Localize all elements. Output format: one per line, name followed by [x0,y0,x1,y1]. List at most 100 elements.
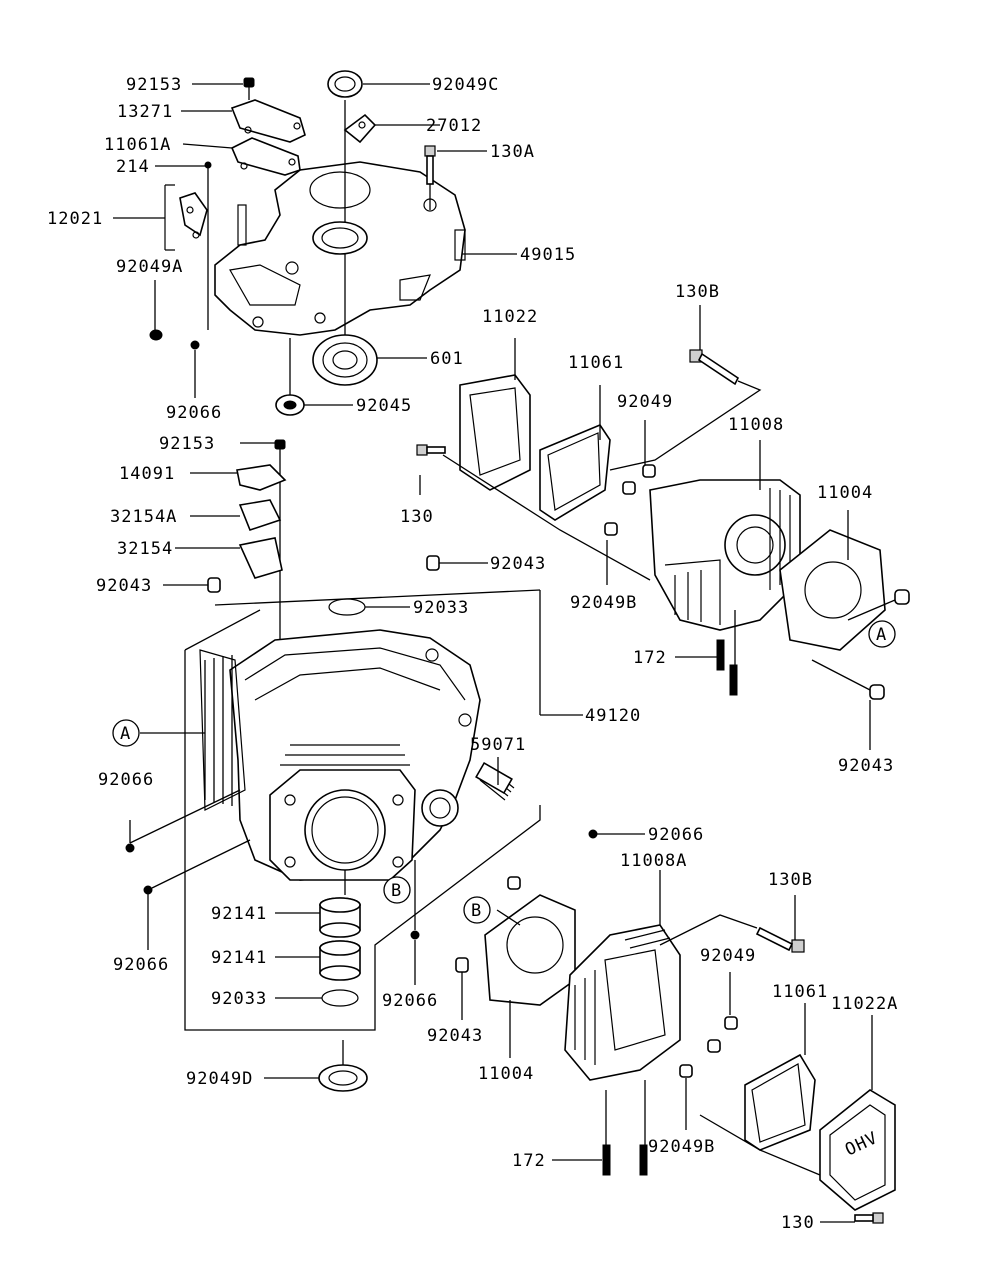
callout-172-bottom: 172 [512,1151,546,1171]
valve-cover-11022A: OHV [819,1089,896,1211]
plug-92049A [149,329,163,341]
svg-text:A: A [120,724,131,744]
pin-92066-right [588,829,598,839]
dowel-92043-left [207,577,221,593]
callout-59071: 59071 [470,735,526,755]
dowel-92043-top [426,555,440,571]
cap-92049-top [622,464,656,495]
callout-92045: 92045 [356,396,412,416]
cap-92049-bottom [707,1016,738,1053]
leader-lines [113,83,896,1223]
pin-214 [204,161,212,330]
bolt-92153-top [243,77,255,100]
callout-92049D: 92049D [186,1069,253,1089]
cylinder-head-11008 [649,479,801,631]
callout-11022A: 11022A [831,994,898,1014]
callout-172-top: 172 [633,648,667,668]
callout-11061A: 11061A [104,135,171,155]
callout-92066-left: 92066 [98,770,154,790]
svg-text:B: B [391,881,402,901]
bearing-601 [312,334,378,386]
seal-92049D [318,1064,368,1092]
bolt-130B-bottom [755,926,805,953]
callout-11008: 11008 [728,415,784,435]
callout-130B-top: 130B [675,282,720,302]
ref-circle-b-right: B [463,896,491,924]
callout-92049-top: 92049 [617,392,673,412]
breather-32154 [238,537,283,579]
sleeve-92141-a [319,897,361,938]
seal-92045 [275,394,305,416]
callout-92153-top: 92153 [126,75,182,95]
callout-92049B-top: 92049B [570,593,637,613]
pin-92066-top [190,340,200,350]
callout-92043-left: 92043 [96,576,152,596]
callout-130A: 130A [490,142,535,162]
callout-92066-lower: 92066 [113,955,169,975]
callout-11004-bottom: 11004 [478,1064,534,1084]
callout-92049-bottom: 92049 [700,946,756,966]
bolt-130B-top [689,349,740,386]
breather-32154A [238,499,282,531]
bolt-130A [424,145,436,185]
pin-92066-bottom [410,930,420,940]
callout-92066-top: 92066 [166,403,222,423]
pin-92066-lower [143,885,153,895]
callout-92141-a: 92141 [211,904,267,924]
callout-11061-bottom: 11061 [772,982,828,1002]
gasket-11004-top [779,529,886,651]
callout-13271: 13271 [117,102,173,122]
callout-130B-bottom: 130B [768,870,813,890]
callout-11008A: 11008A [620,851,687,871]
callout-49015: 49015 [520,245,576,265]
ref-circle-b-left: B [383,876,411,904]
callout-11061-top: 11061 [568,353,624,373]
callout-92066-bottom: 92066 [382,991,438,1011]
callout-92141-b: 92141 [211,948,267,968]
callout-11004-top: 11004 [817,483,873,503]
plate-14091 [236,464,287,491]
callout-130-top: 130 [400,507,434,527]
callout-601: 601 [430,349,464,369]
oring-92033-top [328,598,366,616]
callout-12021: 12021 [47,209,103,229]
callout-32154A: 32154A [110,507,177,527]
svg-text:A: A [876,625,887,645]
callout-92033-top: 92033 [413,598,469,618]
callout-92043-top: 92043 [490,554,546,574]
cap-92049B-top [604,522,618,536]
sleeve-92141-b [319,940,361,981]
callout-130-bottom: 130 [781,1213,815,1233]
cap-92049B-bottom [679,1064,693,1078]
callout-92049C: 92049C [432,75,499,95]
crankcase-49120 [199,629,481,881]
gasket-11061-bottom [744,1053,816,1151]
spring-59071 [475,761,515,801]
dowel-92043-bottom [455,876,521,973]
stud-172-top [716,639,738,696]
governor-lever-12021 [164,184,208,251]
pin-92066-left [125,843,135,853]
callout-92033-bottom: 92033 [211,989,267,1009]
oring-92033-bottom [321,989,359,1007]
bracket-27012 [343,113,377,144]
callout-92153-mid: 92153 [159,434,215,454]
gasket-11061A [230,137,301,176]
seal-92049C [327,70,363,98]
bolt-130-bottom [854,1212,884,1224]
callout-92049B-bottom: 92049B [648,1137,715,1157]
callout-92043-bottom: 92043 [427,1026,483,1046]
ref-circle-a-left: A [112,719,140,747]
gasket-11061 [539,424,611,521]
callout-27012: 27012 [426,116,482,136]
callout-92066-right: 92066 [648,825,704,845]
dowel-92043-right [869,589,910,700]
callout-92043-right: 92043 [838,756,894,776]
stud-172-bottom [602,1144,648,1176]
crankcase-cover [214,161,466,336]
cylinder-head-11008A [564,924,681,1081]
callout-14091: 14091 [119,464,175,484]
callout-11022: 11022 [482,307,538,327]
callout-32154: 32154 [117,539,173,559]
